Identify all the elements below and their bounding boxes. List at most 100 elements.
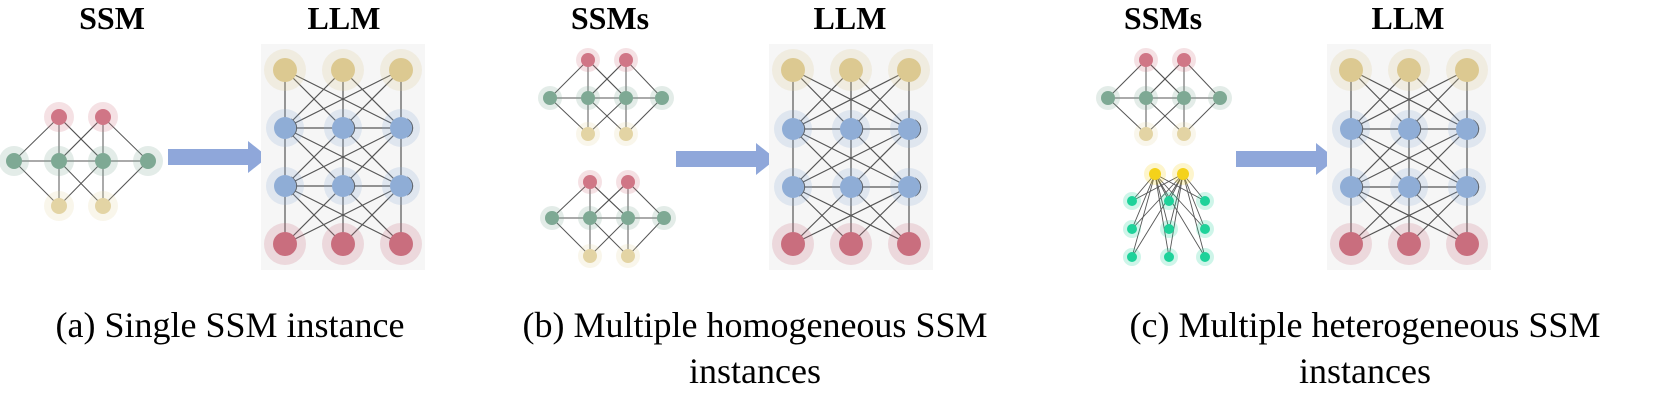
panel-c-llm-bottom-node xyxy=(1455,232,1479,256)
panel-c-ssms-label: SSMs xyxy=(1123,0,1203,36)
edge xyxy=(1408,69,1468,130)
panel-c-ssm-mid-node xyxy=(1177,91,1191,105)
edge xyxy=(1408,186,1468,245)
edge xyxy=(850,128,910,188)
panel-c-hetero-bottom-node xyxy=(1164,196,1174,206)
edge xyxy=(792,128,910,188)
edge xyxy=(549,97,589,135)
edge xyxy=(1408,128,1468,188)
panel-b-ssm-2-bottom-node xyxy=(621,249,635,263)
panel-c-llm-bottom-node xyxy=(1339,232,1363,256)
panel-c-ssm-mid-node xyxy=(1139,91,1153,105)
panel-c-llm-self-loop xyxy=(1472,119,1480,139)
panel-b-ssm-2-mid-node xyxy=(545,211,559,225)
edge xyxy=(1107,59,1147,99)
panel-c-llm-mid-node xyxy=(1398,176,1420,198)
edge xyxy=(342,69,402,129)
panel-b-llm-self-loop xyxy=(914,177,922,197)
edge xyxy=(342,185,402,245)
edge xyxy=(792,69,852,130)
edge xyxy=(342,127,402,187)
panel-b-llm-self-loop xyxy=(856,119,864,139)
panel-c-caption: (c) Multiple heterogeneous SSM instances xyxy=(1129,305,1601,391)
edge xyxy=(1350,128,1410,188)
panel-c-llm-mid-node xyxy=(1456,118,1478,140)
panel-a-caption: (a) Single SSM instance xyxy=(55,305,405,345)
panel-a-llm-top-node xyxy=(389,58,413,82)
panel-c-hetero-bottom-node xyxy=(1127,252,1137,262)
panel-c-llm-mid-node xyxy=(1340,118,1362,140)
panel-c-hetero-bottom-node xyxy=(1164,224,1174,234)
edge xyxy=(1350,69,1410,130)
panel-b-llm-self-loop xyxy=(914,119,922,139)
panel-c-hetero-bottom-node xyxy=(1127,224,1137,234)
edge xyxy=(625,59,663,99)
edge xyxy=(1350,69,1468,130)
panel-a-ssm-mid-node xyxy=(51,153,67,169)
panel-a-llm-self-loop xyxy=(290,176,298,196)
panel-a-llm-mid-node xyxy=(274,175,296,197)
panel-b-ssms-label: SSMs xyxy=(570,0,650,36)
panel-a-ssm-bottom-node xyxy=(51,198,67,214)
panel-b-llm-top-node xyxy=(897,58,921,82)
edge xyxy=(792,186,910,245)
panel-a-arrow xyxy=(168,141,268,173)
edge xyxy=(1131,173,1156,230)
panel-c-hetero-bottom-node xyxy=(1164,252,1174,262)
edge xyxy=(627,217,665,257)
panel-a-ssm-bottom-node xyxy=(95,198,111,214)
edge xyxy=(589,217,629,257)
panel-c-llm-top-node xyxy=(1455,58,1479,82)
panel-c-hetero-bottom-node xyxy=(1200,224,1210,234)
panel-c-ssm-top-node xyxy=(1139,53,1153,67)
edge xyxy=(102,116,149,162)
edge xyxy=(1131,173,1184,258)
panel-b-llm-mid-node xyxy=(782,118,804,140)
panel-b-ssm-2-mid-node xyxy=(657,211,671,225)
edge xyxy=(551,217,591,257)
panel-c-arrow xyxy=(1236,143,1336,175)
panel-a-llm-self-loop xyxy=(348,176,356,196)
edge xyxy=(792,186,852,245)
edge xyxy=(792,128,852,188)
edge xyxy=(1183,59,1221,99)
edge xyxy=(1182,173,1206,258)
panel-b-llm-self-loop xyxy=(856,177,864,197)
edge xyxy=(1154,173,1206,230)
panel-a-ssm-mid-node xyxy=(95,153,111,169)
edge xyxy=(1182,173,1206,230)
panel-b-ssm-2-mid-node xyxy=(583,211,597,225)
edge xyxy=(1183,97,1221,135)
edge xyxy=(587,97,627,135)
edge xyxy=(284,69,344,129)
panel-b-llm-top-node xyxy=(839,58,863,82)
edge xyxy=(1131,173,1156,258)
panel-b-llm-mid-node xyxy=(898,176,920,198)
panel-a-llm-mid-node xyxy=(332,117,354,139)
edge xyxy=(1350,186,1468,245)
panel-c-llm-label: LLM xyxy=(1371,0,1445,36)
panel-c-ssm-top-node xyxy=(1177,53,1191,67)
edge xyxy=(1168,173,1184,258)
panel-a-llm-mid-node xyxy=(390,175,412,197)
panel-b-caption: (b) Multiple homogeneous SSM instances xyxy=(522,305,988,391)
panel-b-llm-mid-node xyxy=(840,176,862,198)
edge xyxy=(1350,128,1468,188)
panel-b-ssm-2-mid-node xyxy=(621,211,635,225)
panel-c-llm-self-loop xyxy=(1356,119,1364,139)
panel-b-llm-mid-node xyxy=(840,118,862,140)
panel-c-ssm-mid-node xyxy=(1101,91,1115,105)
panel-a-ssm-mid-node xyxy=(6,153,22,169)
edge xyxy=(13,116,60,162)
panel-c-llm-self-loop xyxy=(1414,177,1422,197)
panel-a-llm-mid-node xyxy=(390,117,412,139)
panel-a-ssm-top-node xyxy=(51,109,67,125)
edge xyxy=(850,186,910,245)
edge xyxy=(1145,59,1185,99)
panel-b-llm-self-loop xyxy=(798,119,806,139)
panel-c-llm-bottom-node xyxy=(1397,232,1421,256)
panel-a-llm-self-loop xyxy=(290,118,298,138)
panel-b-ssm-1-mid-node xyxy=(581,91,595,105)
panel-b-ssm-2-top-node xyxy=(583,175,597,189)
